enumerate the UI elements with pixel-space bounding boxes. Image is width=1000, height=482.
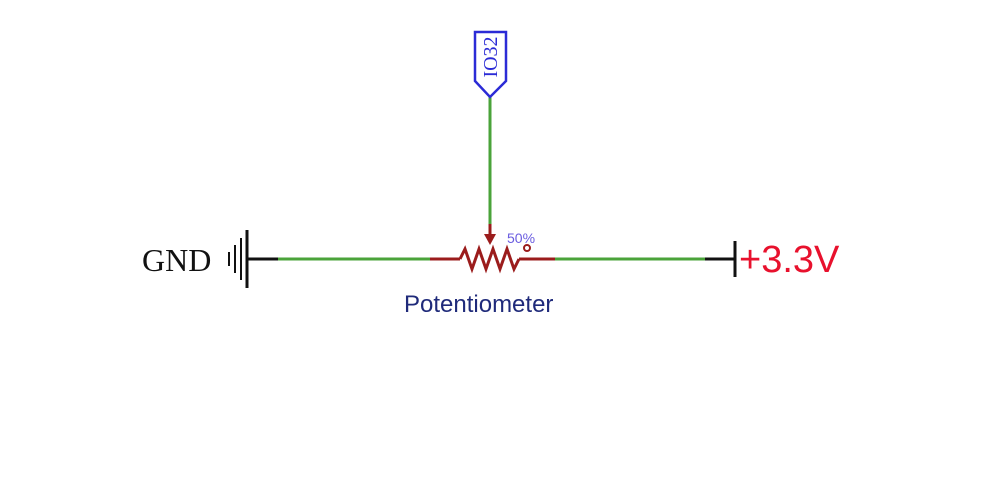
net-port-flag [473, 30, 508, 99]
resistor-zigzag [458, 244, 521, 274]
wiper-arrow-icon [484, 234, 496, 245]
supply-symbol: +3.3V [705, 239, 840, 281]
wiper-end-circle [523, 244, 531, 252]
wiper-position-label: 50% [507, 230, 535, 246]
ground-symbol: GND [142, 230, 280, 288]
potentiometer-label: Potentiometer [404, 291, 553, 318]
net-port-label: IO32 [480, 36, 502, 77]
ground-label: GND [142, 242, 211, 278]
potentiometer: 50% Potentiometer [404, 222, 555, 318]
net-port: IO32 [473, 30, 508, 99]
supply-label: +3.3V [739, 239, 840, 281]
